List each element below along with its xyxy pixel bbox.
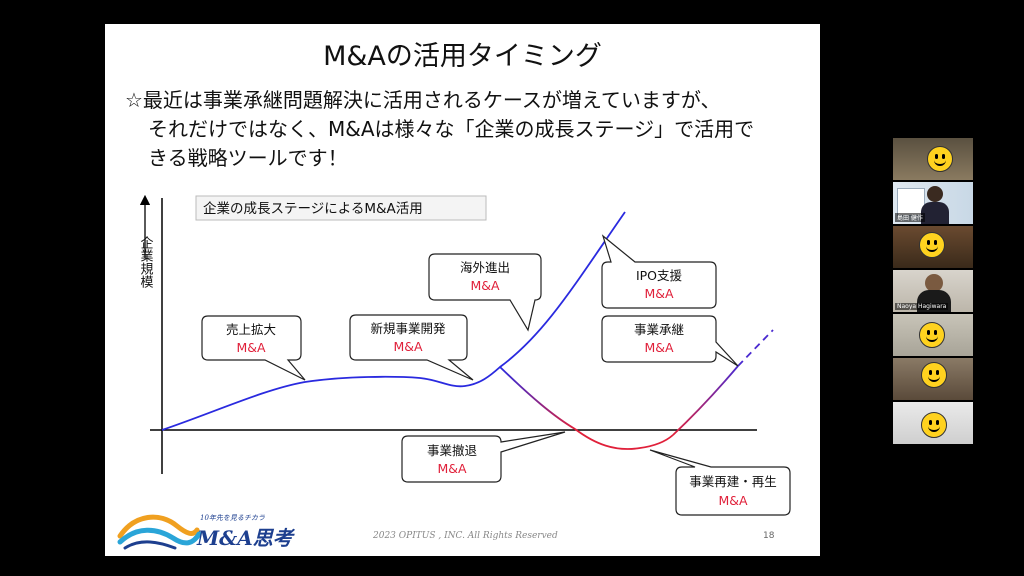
svg-text:事業再建・再生: 事業再建・再生 [689, 474, 777, 489]
intro-line-1: ☆最近は事業承継問題解決に活用されるケースが増えていますが、 [125, 88, 721, 112]
slide-intro: ☆最近は事業承継問題解決に活用されるケースが増えていますが、 それだけではなく、… [125, 86, 815, 173]
intro-line-3: きる戦略ツールです！ [148, 146, 348, 170]
callout-business-withdrawal: 事業撤退 M&A [401, 431, 566, 483]
smiley-icon [919, 232, 945, 258]
intro-line-2: それだけではなく、M&Aは様々な「企業の成長ステージ」で活用で [148, 117, 755, 141]
growth-stage-diagram: 企業規模 企業の成長ステージによるM&A活用 売上拡大 M&A 新規事業開発 M… [138, 194, 791, 516]
callout-business-restructuring: 事業再建・再生 M&A [649, 449, 791, 516]
participant-tile[interactable] [893, 358, 973, 400]
svg-text:売上拡大: 売上拡大 [226, 322, 276, 337]
callout-new-business: 新規事業開発 M&A [349, 314, 474, 381]
recovery-curve-dashed [737, 329, 774, 367]
participant-name: 島田 健作 [895, 213, 925, 222]
smiley-icon [919, 322, 945, 348]
participant-tile[interactable] [893, 226, 973, 268]
participant-tile[interactable]: 島田 健作 [893, 182, 973, 224]
callout-ipo-support: IPO支援 M&A [601, 234, 717, 309]
y-axis-label: 企業規模 [138, 235, 154, 288]
svg-text:M&A: M&A [437, 461, 467, 476]
chart-label-box [195, 195, 487, 221]
svg-text:IPO支援: IPO支援 [636, 268, 683, 283]
slide-title: M&Aの活用タイミング [323, 41, 602, 72]
callout-sales-expansion: 売上拡大 M&A [201, 315, 306, 381]
presentation-slide: M&Aの活用タイミング ☆最近は事業承継問題解決に活用されるケースが増えています… [105, 24, 820, 556]
logo-name: M&A思考 [197, 526, 293, 550]
recovery-curve [672, 365, 739, 436]
logo-tagline: 10年先を見るチカラ [200, 514, 265, 522]
svg-text:M&A: M&A [470, 278, 500, 293]
callout-business-succession: 事業承継 M&A [601, 315, 739, 367]
chart-label: 企業の成長ステージによるM&A活用 [203, 200, 423, 217]
svg-text:事業承継: 事業承継 [634, 322, 684, 337]
smiley-icon [921, 412, 947, 438]
person-head [927, 186, 943, 202]
page-number: 18 [763, 531, 775, 541]
trough-curve [574, 428, 674, 450]
participant-tile[interactable] [893, 138, 973, 180]
slide-thumbnail [897, 188, 925, 216]
participant-tile[interactable] [893, 314, 973, 356]
svg-text:M&A: M&A [644, 340, 674, 355]
participant-tile[interactable]: Naoya Hagiwara [893, 270, 973, 312]
decline-curve [499, 366, 576, 430]
company-logo-mark [117, 514, 202, 550]
svg-text:海外進出: 海外進出 [460, 260, 510, 275]
participant-name: Naoya Hagiwara [895, 303, 949, 310]
svg-text:M&A: M&A [644, 286, 674, 301]
copyright-text: 2023 OPITUS , INC. All Rights Reserved [373, 531, 558, 541]
growth-curve-main [161, 211, 626, 431]
person-head [925, 274, 943, 292]
svg-text:M&A: M&A [393, 339, 423, 354]
callout-overseas-expansion: 海外進出 M&A [428, 253, 542, 332]
svg-text:新規事業開発: 新規事業開発 [370, 321, 446, 336]
svg-text:事業撤退: 事業撤退 [427, 443, 478, 458]
smiley-icon [921, 362, 947, 388]
svg-text:M&A: M&A [718, 493, 748, 508]
svg-text:M&A: M&A [236, 340, 266, 355]
participant-tile[interactable] [893, 402, 973, 444]
person-body [921, 202, 949, 224]
smiley-icon [927, 146, 953, 172]
